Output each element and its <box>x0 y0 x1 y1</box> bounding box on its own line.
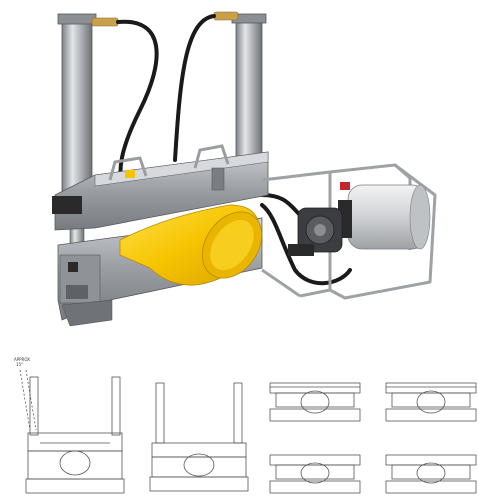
pump-motor <box>288 207 343 256</box>
annotation-angle: 15° <box>16 362 23 367</box>
right-hydraulic-cylinder <box>231 13 267 174</box>
annotation-approx: APPROX <box>14 357 30 362</box>
section-view-b <box>385 382 477 422</box>
upper-clamp-beam <box>52 144 269 231</box>
front-view-tilted <box>19 369 125 494</box>
front-view-upright <box>149 382 249 492</box>
product-photo <box>52 11 437 327</box>
hydraulic-hoses <box>116 14 352 286</box>
hydraulic-tank <box>338 182 431 250</box>
technical-drawings: APPROX 15° <box>14 357 477 494</box>
left-hydraulic-cylinder <box>57 13 97 279</box>
yellow-pipe-liner <box>119 204 263 286</box>
section-view-a <box>269 382 361 422</box>
hose-fittings <box>91 11 239 27</box>
section-view-d <box>385 454 477 494</box>
section-view-c <box>269 454 361 494</box>
